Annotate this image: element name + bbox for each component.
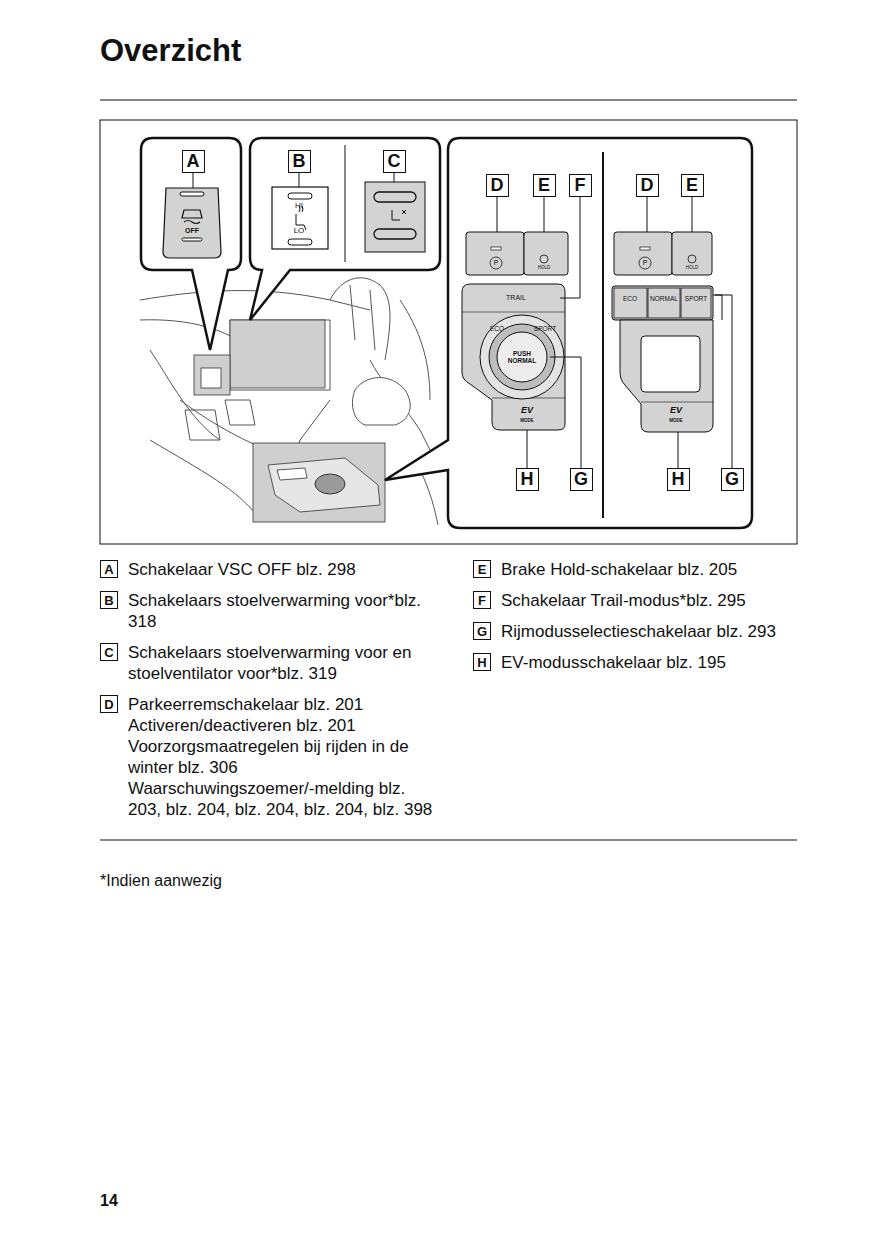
legend-row: B Schakelaars stoelverwarming voor*blz. 3… (100, 590, 440, 632)
legend-description: Schakelaar Trail-modus*blz. 295 (501, 590, 793, 611)
callout-letter: G (725, 469, 739, 490)
callout-letter: H (521, 469, 534, 490)
callout-box: E (533, 174, 556, 197)
switch-label: HI (295, 202, 303, 211)
callout-box: D (636, 174, 659, 197)
switch-label: SPORT (685, 295, 707, 302)
legend-description: Waarschuwingszoemer/-melding blz. 203, b… (128, 778, 440, 820)
legend-text: Brake Hold-schakelaar blz. 205 (501, 559, 793, 580)
page-number: 14 (100, 1192, 118, 1210)
legend-column: A Schakelaar VSC OFF blz. 298B Schakelaars… (100, 559, 440, 830)
footnote: *Indien aanwezig (100, 872, 222, 890)
switch-label: P (494, 259, 499, 267)
page-title: Overzicht (100, 34, 241, 68)
legend-description: Schakelaar VSC OFF blz. 298 (128, 559, 440, 580)
callout-letter: A (187, 151, 200, 172)
legend-row: H EV-modusschakelaar blz. 195 (473, 652, 793, 673)
switch-label: ECO (490, 325, 504, 332)
legend-letter-box: C (100, 643, 118, 661)
switch-label: TRAIL (506, 294, 526, 302)
legend-letter: F (478, 593, 486, 608)
callout-box: A (182, 150, 205, 173)
legend-letter-box: F (473, 591, 491, 609)
callout-box: B (288, 150, 311, 173)
switch-label: HOLD (538, 266, 551, 271)
legend-text: Rijmodusselectieschakelaar blz. 293 (501, 621, 793, 642)
callout-letter: E (686, 175, 698, 196)
legend-text: Schakelaars stoelverwarming voor*blz. 31… (128, 590, 440, 632)
legend-letter: G (477, 624, 487, 639)
switch-label: EV (670, 406, 682, 416)
legend-text: EV-modusschakelaar blz. 195 (501, 652, 793, 673)
legend-row: A Schakelaar VSC OFF blz. 298 (100, 559, 440, 580)
legend-letter: A (104, 562, 113, 577)
callout-box: E (681, 174, 704, 197)
legend-letter: H (477, 655, 486, 670)
callout-box: D (486, 174, 509, 197)
legend-description: Schakelaars stoelverwarming voor en stoe… (128, 642, 440, 684)
legend-column: E Brake Hold-schakelaar blz. 205F Schakela… (473, 559, 793, 683)
legend-letter-box: E (473, 560, 491, 578)
legend-letter-box: B (100, 591, 118, 609)
legend-description: Rijmodusselectieschakelaar blz. 293 (501, 621, 793, 642)
legend-description: Brake Hold-schakelaar blz. 205 (501, 559, 793, 580)
callout-box: H (516, 468, 539, 491)
legend-letter-box: D (100, 695, 118, 713)
switch-label: OFF (185, 227, 199, 235)
switch-label: P (643, 259, 648, 267)
callout-box: G (721, 468, 744, 491)
legend-row: E Brake Hold-schakelaar blz. 205 (473, 559, 793, 580)
switch-label: MODE (669, 419, 683, 424)
legend-row: D Parkeerremschakelaar blz. 201Activeren/… (100, 694, 440, 820)
callout-box: F (569, 174, 592, 197)
switch-label: SPORT (534, 325, 556, 332)
legend-letter: C (104, 645, 113, 660)
callout-letter: C (388, 151, 401, 172)
legend-row: F Schakelaar Trail-modus*blz. 295 (473, 590, 793, 611)
legend-description: Schakelaars stoelverwarming voor*blz. 31… (128, 590, 440, 632)
callout-letter: D (491, 175, 504, 196)
callout-letter: G (574, 469, 588, 490)
callout-box: C (383, 150, 406, 173)
switch-label: ECO (623, 295, 637, 302)
callout-letter: F (575, 175, 586, 196)
callout-letter: E (538, 175, 550, 196)
callout-box: G (570, 468, 593, 491)
legend-description: Voorzorgsmaatregelen bij rijden in de wi… (128, 736, 440, 778)
legend-letter: E (478, 562, 487, 577)
legend-letter: B (104, 593, 113, 608)
legend-letter: D (104, 697, 113, 712)
callout-letter: H (672, 469, 685, 490)
callout-box: H (667, 468, 690, 491)
legend-description: Parkeerremschakelaar blz. 201 (128, 694, 440, 715)
legend-row: C Schakelaars stoelverwarming voor en sto… (100, 642, 440, 684)
legend-text: Schakelaar VSC OFF blz. 298 (128, 559, 440, 580)
switch-label: PUSH NORMAL (505, 350, 539, 364)
switch-label: MODE (520, 419, 534, 424)
legend-text: Schakelaars stoelverwarming voor en stoe… (128, 642, 440, 684)
legend-row: G Rijmodusselectieschakelaar blz. 293 (473, 621, 793, 642)
legend-letter-box: H (473, 653, 491, 671)
legend-description: EV-modusschakelaar blz. 195 (501, 652, 793, 673)
callout-letter: D (641, 175, 654, 196)
switch-label: NORMAL (650, 295, 678, 302)
switch-label: HOLD (686, 266, 699, 271)
legend-letter-box: A (100, 560, 118, 578)
switch-label: EV (521, 406, 533, 416)
legend-text: Parkeerremschakelaar blz. 201Activeren/d… (128, 694, 440, 820)
legend-text: Schakelaar Trail-modus*blz. 295 (501, 590, 793, 611)
callout-letter: B (293, 151, 306, 172)
legend-description: Activeren/deactiveren blz. 201 (128, 715, 440, 736)
switch-label: LO (294, 227, 305, 236)
legend-letter-box: G (473, 622, 491, 640)
